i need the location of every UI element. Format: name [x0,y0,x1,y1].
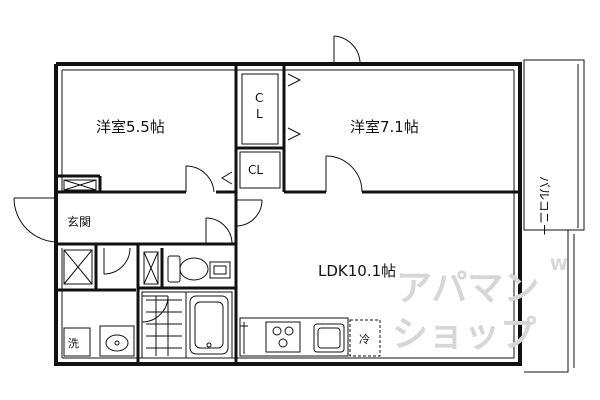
kitchen-counter [239,317,381,357]
washroom-label: 洗 [68,337,79,350]
washing-machine [63,327,91,357]
interior-walls [58,66,518,362]
room-label-ldk: LDK10.1帖 [318,262,396,280]
washbasin [99,325,135,357]
toilet [167,255,231,283]
watermark-line1: アパマン [396,268,539,309]
closet-upper-shelf [241,73,302,145]
closet-label-lower: CL [248,163,263,177]
outer-walls-inner-line [61,69,515,359]
closet-label-upper: C [255,91,263,105]
shoe-cabinet [63,179,97,191]
balcony-label: バルコニー [537,176,551,236]
bathroom [141,291,233,359]
room-label-western-b: 洋室7.1帖 [350,118,419,136]
doors [13,35,363,323]
room-label-western-a: 洋室5.5帖 [96,118,165,136]
entrance-label: 玄関 [67,214,91,229]
closet-label-upper-2: L [256,107,263,121]
toilet-storage [143,251,159,285]
outer-walls [54,62,522,366]
watermark-line2: ショップ [392,314,536,355]
svg-text:バルコニー: バルコニー [537,176,551,236]
watermark: アパマン ショップ W [392,255,568,355]
watermark-brand-mark: W [550,255,568,274]
closet-lower-shelf [221,151,281,189]
fridge-label: 冷 [359,333,370,346]
utility-box [63,249,93,285]
balcony [523,59,585,373]
